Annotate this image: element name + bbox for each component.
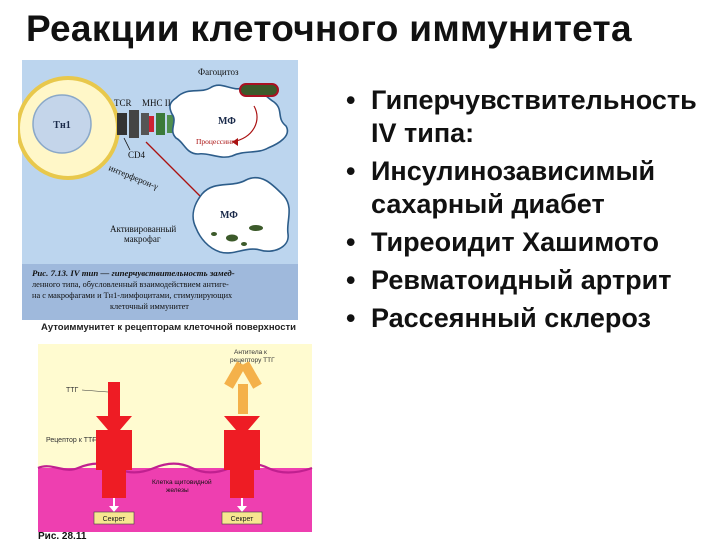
antibody-label-2: рецептору ТТГ bbox=[230, 357, 275, 364]
cell-label-1: Клетка щитовидной bbox=[152, 478, 212, 486]
secretion-left-label: Секрет bbox=[103, 516, 127, 523]
antibody-label-1: Антитела к bbox=[234, 349, 267, 356]
bullet-item: • Рассеянный склероз bbox=[340, 302, 718, 335]
mhc-molecule bbox=[156, 113, 165, 135]
caption-line-2: ленного типа, обусловленный взаимодейств… bbox=[32, 280, 229, 289]
caption-line-3: на с макрофагами и Тн1-лимфоцитами, стим… bbox=[32, 291, 233, 300]
antibody-stem bbox=[238, 384, 248, 414]
fig2-heading: Аутоиммунитет к рецепторам клеточной пов… bbox=[41, 322, 296, 333]
secretion-left bbox=[93, 511, 135, 525]
mf-bottom-label: МФ bbox=[220, 210, 238, 221]
receptor-label: Рецептор к ТТГ bbox=[46, 437, 96, 444]
bullet-dot-icon: • bbox=[346, 265, 356, 295]
activated-label-1: Активированный bbox=[110, 224, 176, 234]
receptor-left bbox=[96, 430, 132, 470]
processing-label: Процессинг bbox=[196, 137, 234, 146]
th1-nucleus bbox=[32, 94, 92, 154]
tsh-receptor-figure: Аутоиммунитет к рецепторам клеточной пов… bbox=[16, 322, 321, 540]
bullet-item: • Тиреоидит Хашимото bbox=[340, 226, 718, 259]
bullet-text: Тиреоидит Хашимото bbox=[371, 227, 660, 257]
fig2-caption: Рис. 28.11 bbox=[38, 531, 87, 540]
mhc-label: МНС II bbox=[142, 98, 171, 108]
bullet-dot-icon: • bbox=[346, 303, 356, 333]
antigen-particle bbox=[239, 83, 279, 97]
bullet-text: Инсулинозависимый сахарный диабет bbox=[371, 156, 656, 219]
cd4-label: CD4 bbox=[128, 150, 146, 160]
bullet-item: • Гиперчувствительность IV типа: bbox=[340, 84, 718, 150]
tcr-label: TCR bbox=[114, 98, 132, 108]
antibody-arm-right bbox=[240, 361, 262, 389]
mf-top-label: МФ bbox=[218, 116, 236, 127]
cell-membrane bbox=[37, 462, 313, 474]
bullet-text: Гиперчувствительность IV типа: bbox=[371, 85, 697, 148]
macrophage-activated bbox=[192, 176, 290, 254]
phagocytosis-label: Фагоцитоз bbox=[198, 67, 239, 77]
thyroid-cell bbox=[38, 468, 312, 532]
slide-title: Реакции клеточного иммунитета bbox=[26, 8, 632, 49]
caption-line-1: Рис. 7.13. IV тип — гиперчувствительност… bbox=[32, 268, 235, 278]
hypersensitivity-figure: Тн1 TCR МНС II CD4 МФ Фагоцитоз Процесси… bbox=[18, 58, 300, 320]
secretion-right-label: Секрет bbox=[231, 516, 255, 523]
receptor-right bbox=[224, 430, 260, 470]
activated-label-2: макрофаг bbox=[124, 234, 161, 244]
tcr-receptor bbox=[117, 113, 127, 135]
bullet-list: • Гиперчувствительность IV типа: • Инсулин… bbox=[340, 84, 718, 340]
bullet-dot-icon: • bbox=[346, 85, 356, 115]
caption-line-4: клеточный иммунитет bbox=[110, 302, 189, 311]
bullet-item: • Инсулинозависимый сахарный диабет bbox=[340, 155, 718, 221]
bullet-dot-icon: • bbox=[346, 156, 356, 186]
tcr-receptor-2 bbox=[129, 110, 139, 138]
macrophage-top bbox=[169, 84, 289, 158]
th1-label: Тн1 bbox=[53, 120, 70, 131]
bullet-item: • Ревматоидный артрит bbox=[340, 264, 718, 297]
antibody-arm-left bbox=[224, 361, 246, 389]
extracellular-area bbox=[38, 344, 312, 468]
cell-label-2: железы bbox=[166, 487, 189, 494]
secretion-right bbox=[221, 511, 263, 525]
tsh-left bbox=[108, 382, 120, 416]
caption-background bbox=[22, 264, 298, 320]
ttg-label: ТТГ bbox=[66, 387, 79, 394]
bullet-text: Ревматоидный артрит bbox=[371, 265, 672, 295]
bullet-text: Рассеянный склероз bbox=[371, 303, 651, 333]
bullet-dot-icon: • bbox=[346, 227, 356, 257]
